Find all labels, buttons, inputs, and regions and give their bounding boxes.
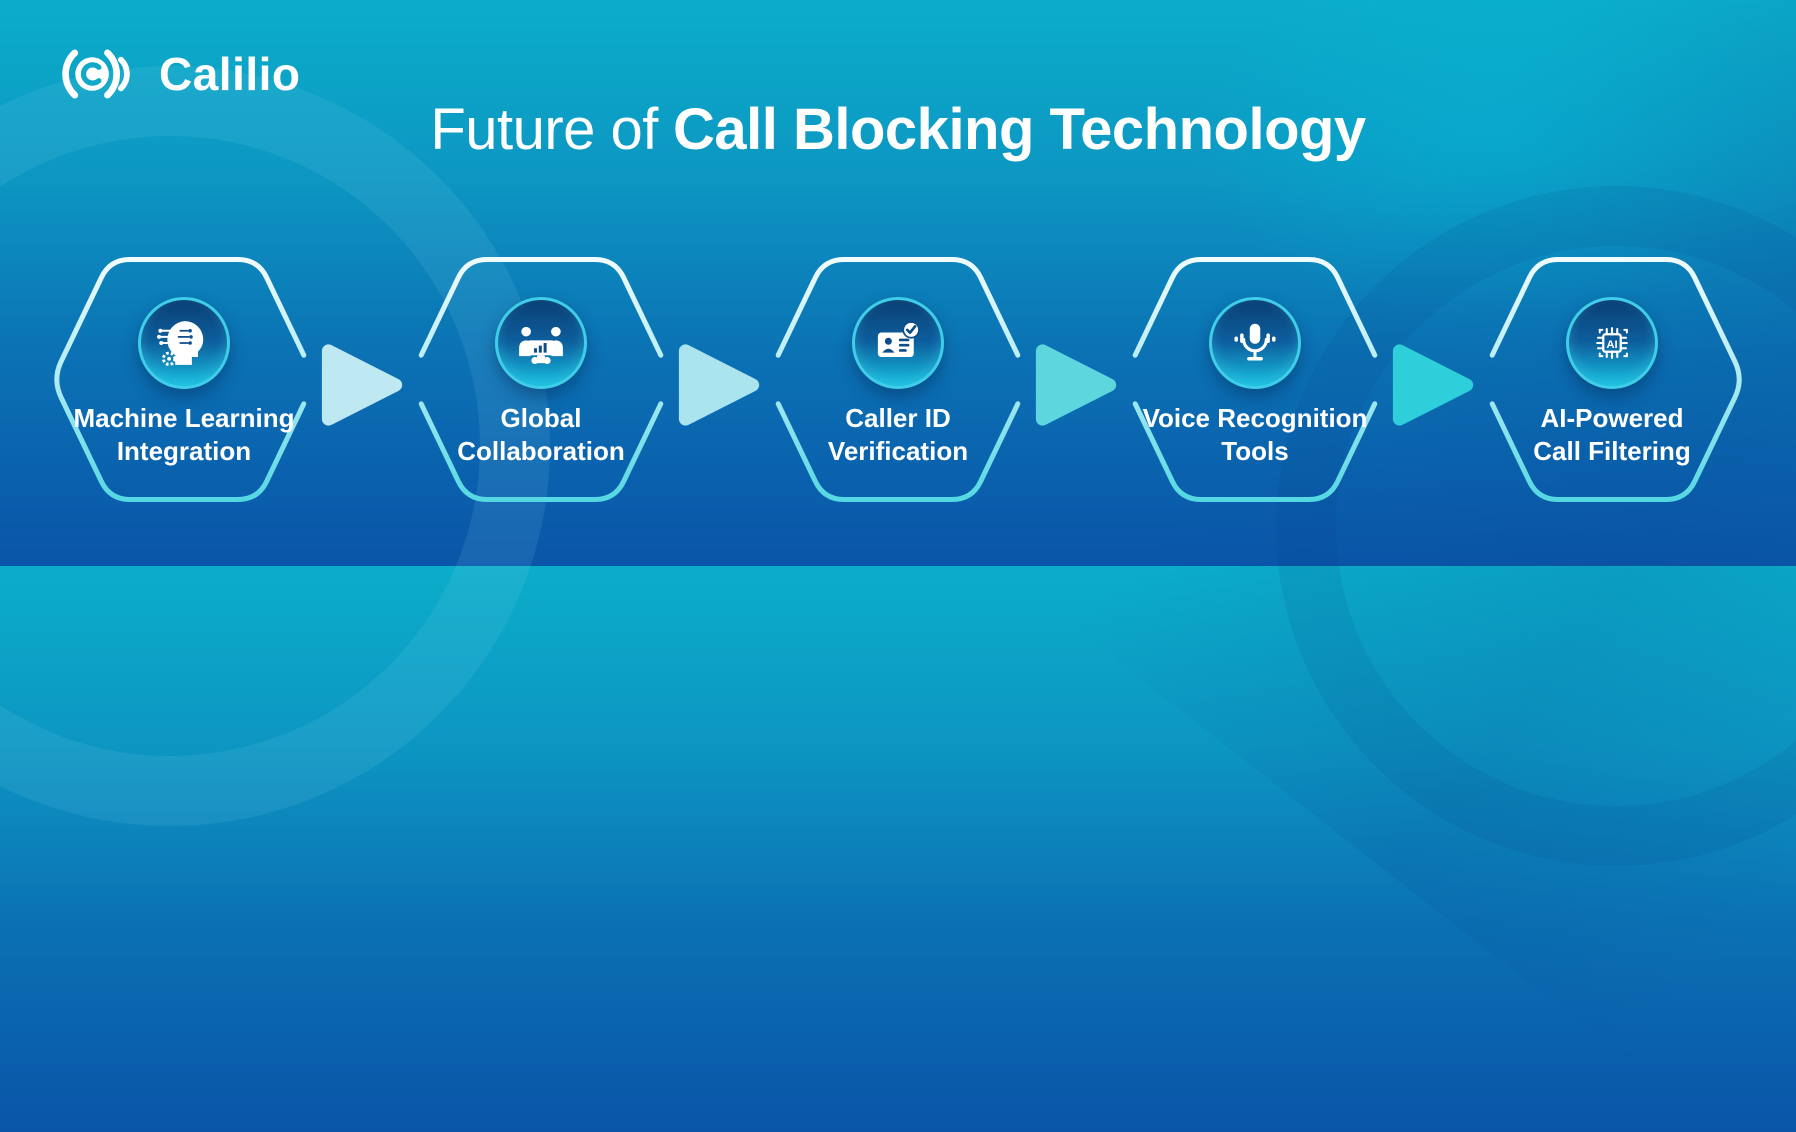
step-ai-call-filtering: AI AI-Powered Call Filtering <box>1477 256 1747 503</box>
step-icon-circle <box>138 297 230 389</box>
voice-recognition-icon <box>1234 323 1276 361</box>
step-label: Caller ID Verification <box>768 402 1028 468</box>
right-arrow-icon <box>1035 343 1117 426</box>
hexagon-outline <box>775 257 1021 502</box>
hexagon-outline <box>1132 257 1378 502</box>
step-icon-circle <box>495 297 587 389</box>
step-label-line2: Verification <box>827 436 969 466</box>
right-arrow-icon <box>678 343 760 426</box>
step-caller-id-verification: Caller ID Verification <box>763 256 1033 503</box>
step-label: AI-Powered Call Filtering <box>1482 402 1742 468</box>
step-label-line1: Global <box>500 403 582 433</box>
step-label-line2: Collaboration <box>457 436 625 466</box>
right-arrow-icon <box>1392 343 1474 426</box>
background-band <box>1072 0 1796 1132</box>
step-label: Voice Recognition Tools <box>1125 402 1385 468</box>
hexagon-outline <box>54 257 307 502</box>
logo-text: Calilio <box>159 48 301 100</box>
hexagon-outline <box>418 257 664 502</box>
step-label-line2: Integration <box>116 436 252 466</box>
step-label-line2: Call Filtering <box>1533 436 1691 466</box>
flow-arrow-4 <box>1391 340 1476 430</box>
flow-arrow-1 <box>320 340 405 430</box>
step-voice-recognition: Voice Recognition Tools <box>1120 256 1390 503</box>
machine-learning-icon <box>157 321 204 366</box>
hexagon-outline <box>1489 257 1742 502</box>
step-label-line1: Caller ID <box>845 403 951 433</box>
step-label-line1: AI-Powered <box>1540 403 1684 433</box>
svg-text:AI: AI <box>1606 339 1617 351</box>
process-flow: Machine Learning Integration <box>0 256 1796 503</box>
step-label-line1: Machine Learning <box>73 403 295 433</box>
step-label: Machine Learning Integration <box>54 402 314 468</box>
step-label-line2: Tools <box>1221 436 1289 466</box>
step-icon-circle: AI <box>1566 297 1658 389</box>
title-emphasis: Call Blocking Technology <box>673 97 1366 162</box>
step-icon-circle <box>852 297 944 389</box>
title-prefix: Future of <box>430 97 658 162</box>
calilio-soundwave-icon <box>62 49 130 99</box>
right-arrow-icon <box>321 343 403 426</box>
step-global-collaboration: Global Collaboration <box>406 256 676 503</box>
step-label: Global Collaboration <box>411 402 671 468</box>
ai-call-filtering-icon: AI <box>1596 327 1628 359</box>
calilio-logo: Calilio <box>46 40 301 108</box>
step-icon-circle <box>1209 297 1301 389</box>
flow-arrow-3 <box>1034 340 1119 430</box>
step-machine-learning: Machine Learning Integration <box>49 256 319 503</box>
global-collaboration-icon <box>519 326 563 364</box>
flow-arrow-2 <box>677 340 762 430</box>
step-label-line1: Voice Recognition <box>1142 403 1368 433</box>
caller-id-verification-icon <box>877 321 920 357</box>
